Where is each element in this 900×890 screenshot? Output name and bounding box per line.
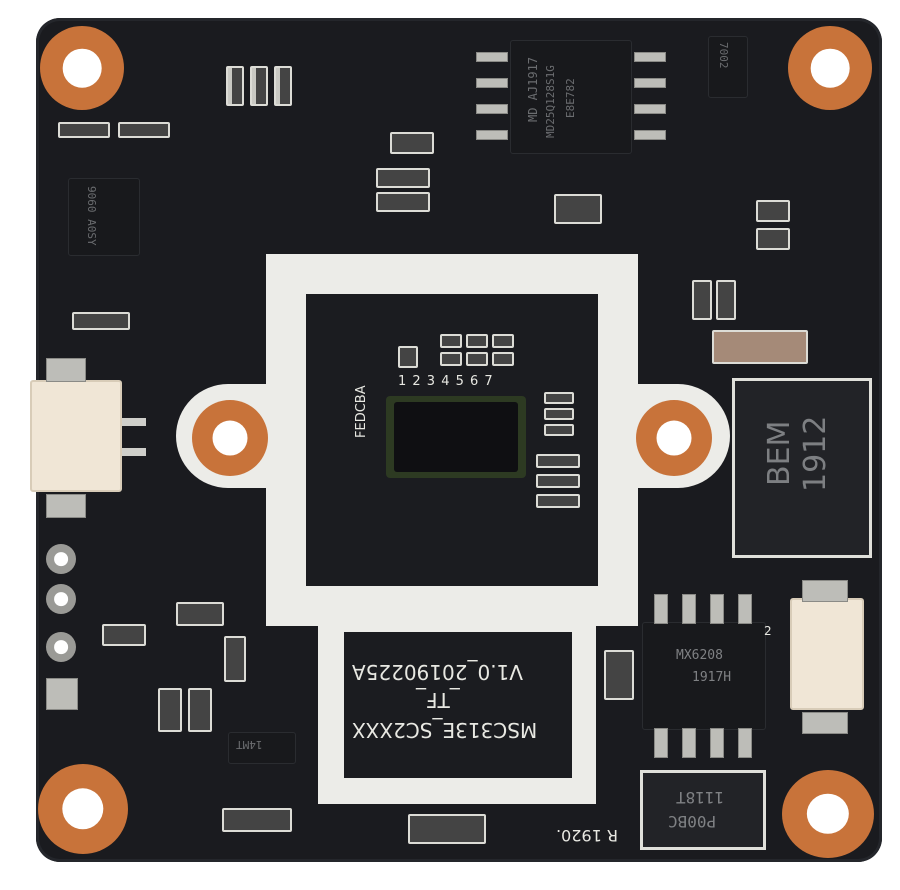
passive-component [58,122,110,138]
passive-component [536,454,580,468]
passive-component [440,334,462,348]
passive-component [492,352,514,366]
pcb-board: 1 2 3 4 5 6 7 FEDCBA V1.0_20190225A _TF_… [30,18,882,862]
left-chip-label: 9060 A0SY [85,186,98,246]
passive-component [466,352,488,366]
mounting-hole-top-left [40,26,124,110]
passive-component [692,280,712,320]
passive-component [756,228,790,250]
passive-component [544,408,574,420]
chip-pin [682,728,696,758]
left-connector [30,380,122,492]
power-chip-label-1: MX6208 [676,648,723,663]
passive-component [250,66,268,106]
soc-version-label: V1.0_20190225A [352,660,523,684]
soc-model-label: MSC313E_SC2XXX [352,718,538,742]
chip-pin [738,728,752,758]
passive-component [158,688,182,732]
chip-pin [654,594,668,624]
flash-memory-chip [510,40,632,154]
small-chip [228,732,296,764]
chip-pin [634,130,666,140]
mosfet-chip [708,36,748,98]
diode-label-1: 1118T [676,788,725,807]
mosfet-chip-label: 7002 [717,42,730,69]
passive-component [118,122,170,138]
mounting-hole-top-right [788,26,872,110]
passive-component [712,330,808,364]
power-inductor [732,378,872,558]
flash-chip-label-3: E8E782 [564,78,577,118]
small-chip-label: 14MT [236,738,263,751]
connector-pin [122,448,146,456]
passive-component [274,66,292,106]
chip-pin [682,594,696,624]
passive-component [390,132,434,154]
test-pad-square [46,678,78,710]
chip-pin [738,594,752,624]
revision-label: R 1920. [556,826,619,845]
passive-component [544,424,574,436]
left-chip [68,178,140,256]
passive-component [376,192,430,212]
chip-pin [476,104,508,114]
connector-pin [122,418,146,426]
mounting-hole-bottom-right [782,770,874,858]
chip-pin [634,52,666,62]
passive-component [604,650,634,700]
passive-component [536,474,580,488]
inductor-label-2: 1912 [798,415,833,492]
soc-tf-label: _TF_ [416,688,460,712]
test-pad [46,632,76,662]
passive-component [440,352,462,366]
passive-component [222,808,292,832]
sensor-col-letters: FEDCBA [354,385,369,438]
chip-pin [476,130,508,140]
passive-component [72,312,130,330]
passive-component [176,602,224,626]
power-regulator-chip [642,622,766,730]
chip-pin [710,594,724,624]
mounting-hole-bottom-left [38,764,128,854]
power-chip-label-2: 1917H [692,670,732,685]
diode-label-2: P00BC [668,812,717,831]
chip-pin [476,78,508,88]
passive-component [408,814,486,844]
lens-hole-left [192,400,268,476]
chip-pin [634,104,666,114]
image-sensor-die [394,402,518,472]
connector-pin-label: 2 [764,624,772,638]
passive-component [492,334,514,348]
passive-component [224,636,246,682]
passive-component [756,200,790,222]
lens-hole-right [636,400,712,476]
sensor-row-numbers: 1 2 3 4 5 6 7 [398,374,494,389]
chip-pin [654,728,668,758]
connector-tab [46,494,86,518]
passive-component [466,334,488,348]
passive-component [554,194,602,224]
passive-component [376,168,430,188]
inductor-label-1: BEM [762,420,797,486]
bottom-diode [640,770,766,850]
passive-component [716,280,736,320]
flash-chip-label-1: MD AJ1917 [526,56,540,122]
passive-component [398,346,418,368]
test-pad [46,544,76,574]
connector-tab [802,580,848,602]
connector-tab [802,712,848,734]
right-connector [790,598,864,710]
passive-component [544,392,574,404]
chip-pin [476,52,508,62]
soc-area [344,632,572,778]
passive-component [188,688,212,732]
passive-component [536,494,580,508]
test-pad [46,584,76,614]
chip-pin [634,78,666,88]
chip-pin [710,728,724,758]
passive-component [226,66,244,106]
flash-chip-label-2: MD25Q128S1G [544,65,557,138]
passive-component [102,624,146,646]
connector-tab [46,358,86,382]
